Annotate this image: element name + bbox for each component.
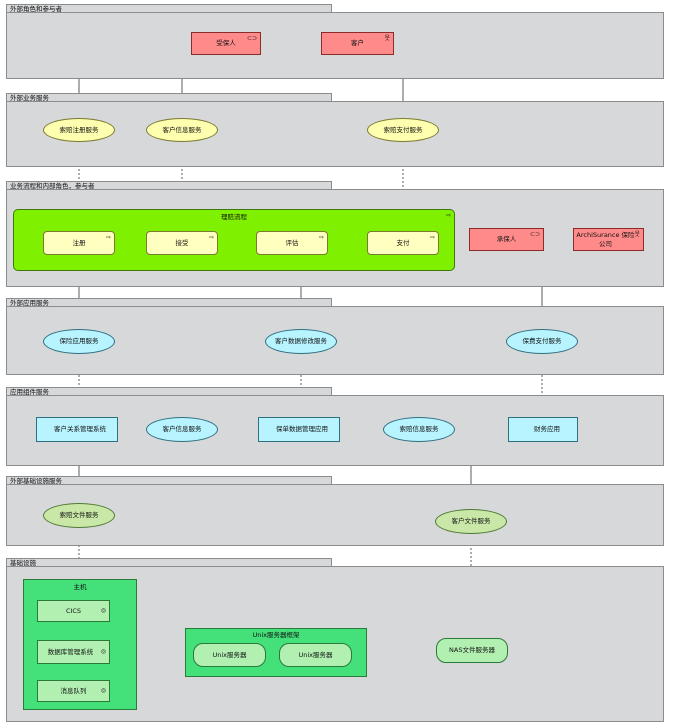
service-customer-info-app[interactable]: 客户信息服务 <box>146 417 218 442</box>
component-crm-system[interactable]: 客户关系管理系统 <box>36 417 118 442</box>
process-title: 理赔流程 <box>221 213 247 221</box>
layer-tab-application-services: 外部应用服务 <box>6 298 332 307</box>
process-arrow-icon: ⇨ <box>429 234 435 241</box>
actor-archisurance-label: ArchiSurance 保险公司 <box>576 230 635 248</box>
device-nas-file-server[interactable]: NAS文件服务器 <box>436 638 508 663</box>
layer-business-services <box>6 101 664 167</box>
actor-icon: 웃 <box>384 35 390 42</box>
component-crm-label: 客户关系管理系统 <box>54 425 106 433</box>
unix-server-1-label: Unix服务器 <box>212 650 247 659</box>
layer-tab-infrastructure-services: 外部基础设施服务 <box>6 476 332 485</box>
actor-insured[interactable]: 受保人 ⊂⊃ <box>191 32 261 55</box>
actor-insurer[interactable]: 承保人 ⊂⊃ <box>469 228 544 251</box>
layer-tab-application-components: 应用组件服务 <box>6 387 332 396</box>
layer-tab-business-services: 外部业务服务 <box>6 93 332 102</box>
node-mainframe-label: 主机 <box>73 583 87 591</box>
component-finance[interactable]: 财务应用 <box>508 417 578 442</box>
system-software-icon: ◎ <box>100 687 106 694</box>
service-premium-payment[interactable]: 保费支付服务 <box>506 329 578 354</box>
process-arrow-icon: ⇨ <box>318 234 324 241</box>
service-policy-application[interactable]: 保险应用服务 <box>43 329 115 354</box>
process-step-accept[interactable]: 接受 ⇨ <box>146 231 218 255</box>
process-arrow-icon: ⇨ <box>208 234 214 241</box>
unix-server-2-label: Unix服务器 <box>298 650 333 659</box>
system-software-mq[interactable]: 消息队列 ◎ <box>37 680 110 702</box>
nas-label: NAS文件服务器 <box>449 646 495 654</box>
layer-infrastructure-services <box>6 484 664 546</box>
layer-tab-actors: 外部角色和参与者 <box>6 4 332 13</box>
service-customer-info[interactable]: 客户信息服务 <box>146 118 218 142</box>
actor-customer[interactable]: 客户 웃 <box>321 32 394 55</box>
step-label-pay: 支付 <box>396 238 410 247</box>
actor-customer-label: 客户 <box>351 39 364 47</box>
unix-farm-label: Unix服务器框架 <box>252 631 300 639</box>
process-step-pay[interactable]: 支付 ⇨ <box>367 231 439 255</box>
service-customer-file[interactable]: 客户文件服务 <box>435 509 507 534</box>
service-customer-data-change[interactable]: 客户数据修改服务 <box>265 329 337 354</box>
component-policy-management[interactable]: 保单数据管理应用 <box>258 417 340 442</box>
step-label-register: 注册 <box>72 238 86 247</box>
process-step-assess[interactable]: 评估 ⇨ <box>256 231 328 255</box>
step-label-assess: 评估 <box>285 238 299 247</box>
actor-icon: 웃 <box>634 231 640 238</box>
node-unix-server-1[interactable]: Unix服务器 <box>193 643 266 667</box>
service-claim-file[interactable]: 索赔文件服务 <box>43 503 115 528</box>
mq-label: 消息队列 <box>60 686 87 695</box>
service-claim-payment[interactable]: 索赔支付服务 <box>367 118 439 142</box>
layer-tab-processes: 业务流程和内部角色，参与者 <box>6 181 332 190</box>
service-claim-info[interactable]: 索赔信息服务 <box>383 417 455 442</box>
actor-archisurance[interactable]: ArchiSurance 保险公司 웃 <box>573 228 644 251</box>
system-software-icon: ◎ <box>100 648 106 655</box>
service-claim-registration[interactable]: 索赔注册服务 <box>43 118 115 142</box>
role-icon: ⊂⊃ <box>529 231 540 238</box>
process-arrow-icon: ⇨ <box>105 234 111 241</box>
actor-insurer-label: 承保人 <box>496 235 517 243</box>
node-unix-server-2[interactable]: Unix服务器 <box>279 643 352 667</box>
role-icon: ⊂⊃ <box>246 35 257 42</box>
actor-insured-label: 受保人 <box>216 39 236 47</box>
dbms-label: 数据库管理系统 <box>47 647 94 656</box>
system-software-cics[interactable]: CICS ◎ <box>37 600 110 622</box>
component-policy-label: 保单数据管理应用 <box>276 425 328 433</box>
process-step-register[interactable]: 注册 ⇨ <box>43 231 115 255</box>
process-arrow-icon: ⇨ <box>445 212 451 219</box>
step-label-accept: 接受 <box>175 238 189 247</box>
layer-tab-infrastructure: 基础设施 <box>6 558 332 567</box>
system-software-dbms[interactable]: 数据库管理系统 ◎ <box>37 640 110 664</box>
system-software-icon: ◎ <box>100 607 106 614</box>
component-finance-label: 财务应用 <box>534 425 560 433</box>
cics-label: CICS <box>65 606 82 615</box>
